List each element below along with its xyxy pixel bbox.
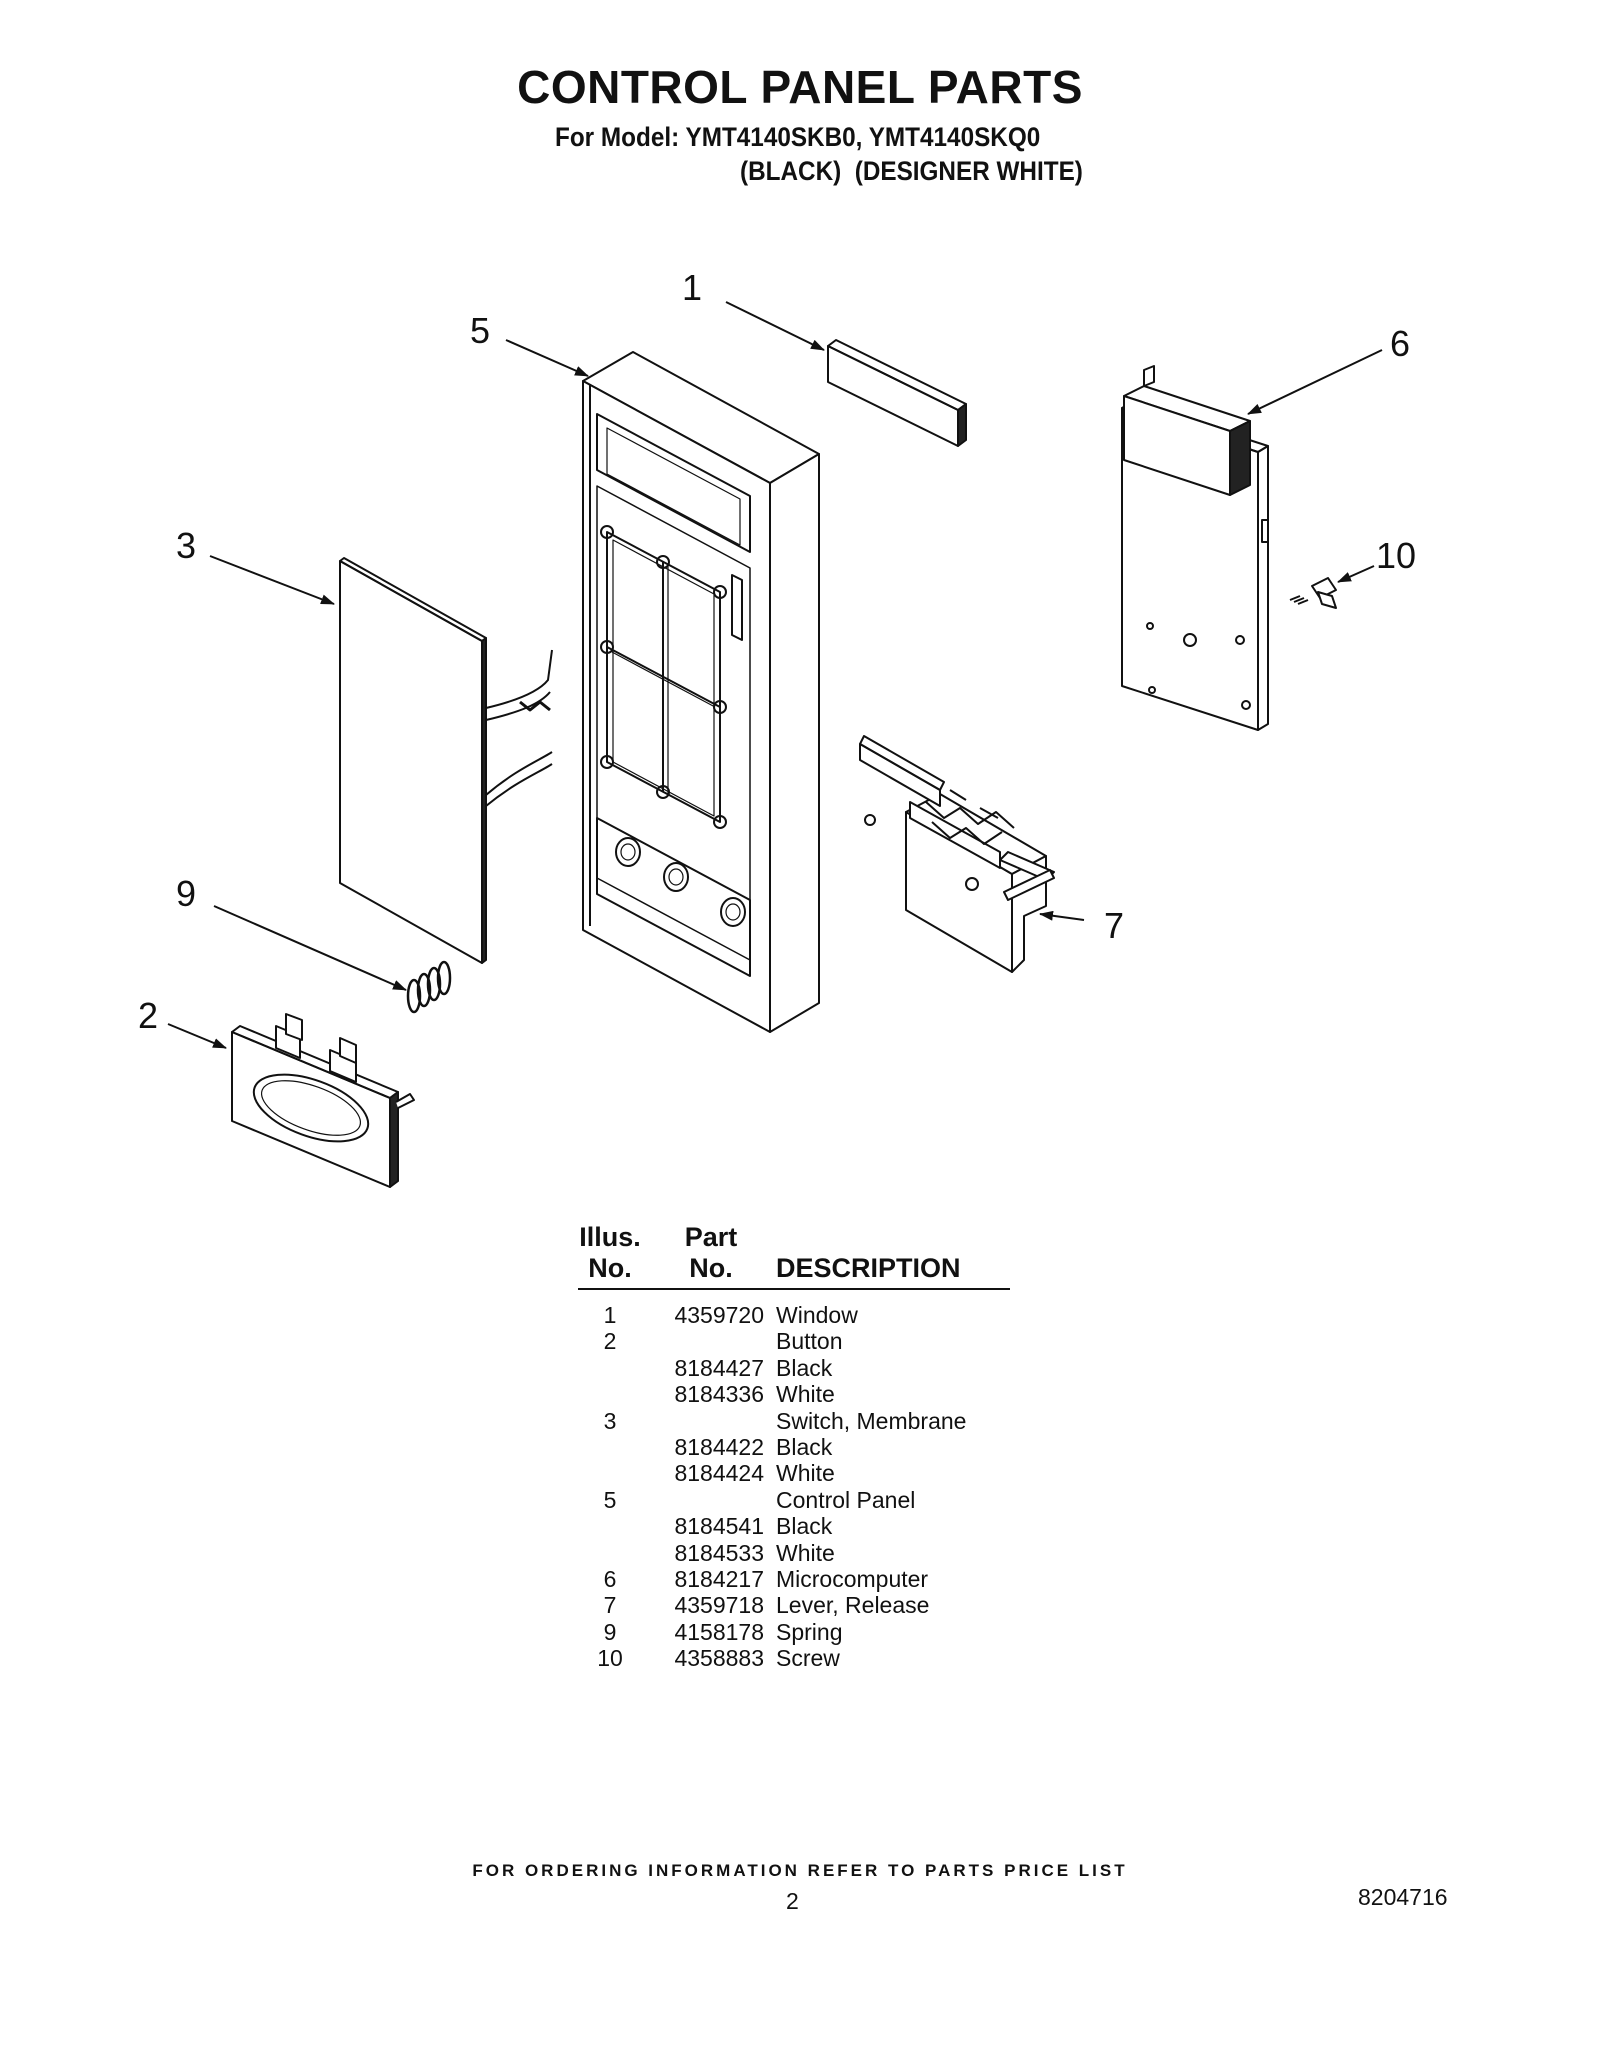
header-illus-top: Illus. bbox=[579, 1222, 641, 1252]
part-description: White bbox=[776, 1381, 835, 1408]
part-number: 4359718 bbox=[674, 1592, 764, 1619]
part-description: Button bbox=[776, 1328, 843, 1355]
part-description: White bbox=[776, 1460, 835, 1487]
table-row: 6 8184217 Microcomputer bbox=[578, 1566, 1038, 1592]
table-header-rule bbox=[578, 1288, 1010, 1290]
part-number: 4359720 bbox=[674, 1302, 764, 1328]
part-number: 4158178 bbox=[674, 1618, 764, 1645]
part-description: Switch, Membrane bbox=[776, 1407, 967, 1434]
microcomputer-part bbox=[1121, 365, 1269, 731]
part-description: Control Panel bbox=[776, 1486, 916, 1513]
callout-2: 2 bbox=[138, 995, 158, 1036]
header-description: DESCRIPTION bbox=[776, 1253, 961, 1283]
table-row: 8184427 Black bbox=[578, 1355, 1038, 1381]
callout-3: 3 bbox=[176, 525, 196, 566]
control-panel-part bbox=[582, 351, 820, 1033]
part-description: Microcomputer bbox=[776, 1565, 929, 1592]
part-number: 8184427 bbox=[674, 1354, 764, 1381]
part-description: Black bbox=[776, 1433, 833, 1460]
part-description: Black bbox=[776, 1354, 833, 1381]
header-part-top: Part bbox=[684, 1222, 738, 1252]
illus-number: 7 bbox=[603, 1592, 617, 1619]
illus-number: 5 bbox=[603, 1486, 617, 1513]
part-description: Lever, Release bbox=[776, 1592, 930, 1619]
page-number: 2 bbox=[786, 1888, 799, 1914]
table-row: 7 4359718 Lever, Release bbox=[578, 1592, 1038, 1618]
screw-part bbox=[1289, 577, 1337, 609]
table-row: 8184541 Black bbox=[578, 1513, 1038, 1539]
illus-number: 9 bbox=[603, 1618, 617, 1645]
table-row: 1 4359720 Window bbox=[578, 1302, 1038, 1328]
table-row: 2 Button bbox=[578, 1328, 1038, 1354]
callout-6: 6 bbox=[1390, 323, 1410, 364]
callout-9: 9 bbox=[176, 873, 196, 914]
part-number: 8184533 bbox=[674, 1539, 764, 1566]
membrane-switch-part bbox=[339, 557, 553, 964]
illus-number: 10 bbox=[597, 1645, 623, 1672]
part-number: 8184541 bbox=[674, 1513, 764, 1540]
illus-number: 6 bbox=[603, 1565, 617, 1592]
release-lever-part bbox=[859, 735, 1055, 973]
header-illus-bottom: No. bbox=[588, 1253, 632, 1283]
window-part bbox=[827, 339, 967, 447]
ordering-note: FOR ORDERING INFORMATION REFER TO PARTS … bbox=[472, 1861, 1128, 1880]
part-description: Spring bbox=[776, 1618, 843, 1645]
illus-number: 3 bbox=[603, 1407, 617, 1434]
callout-7: 7 bbox=[1104, 905, 1124, 946]
part-number: 8184424 bbox=[674, 1460, 764, 1487]
table-row: 3 Switch, Membrane bbox=[578, 1408, 1038, 1434]
callout-1: 1 bbox=[682, 267, 702, 308]
illus-number: 2 bbox=[603, 1328, 617, 1355]
model-line: For Model: YMT4140SKB0, YMT4140SKQ0 bbox=[555, 122, 1041, 152]
exploded-parts-diagram: 1 5 6 3 10 9 7 2 bbox=[138, 267, 1416, 1188]
part-number: 8184217 bbox=[674, 1565, 764, 1592]
part-number: 8184336 bbox=[674, 1381, 764, 1408]
table-row: 5 Control Panel bbox=[578, 1487, 1038, 1513]
header-part-bottom: No. bbox=[689, 1253, 733, 1283]
spring-part bbox=[406, 960, 452, 1014]
page-title: CONTROL PANEL PARTS bbox=[517, 61, 1083, 113]
table-row: 8184336 White bbox=[578, 1381, 1038, 1407]
table-row: 8184422 Black bbox=[578, 1434, 1038, 1460]
table-row: 8184533 White bbox=[578, 1540, 1038, 1566]
table-row: 10 4358883 Screw bbox=[578, 1645, 1038, 1671]
part-description: White bbox=[776, 1539, 835, 1566]
color-line: (BLACK) (DESIGNER WHITE) bbox=[740, 156, 1083, 186]
button-part bbox=[231, 1013, 415, 1188]
table-row: 9 4158178 Spring bbox=[578, 1619, 1038, 1645]
part-description: Window bbox=[776, 1302, 858, 1328]
callout-10: 10 bbox=[1376, 535, 1416, 576]
part-description: Black bbox=[776, 1513, 833, 1540]
table-row: 8184424 White bbox=[578, 1460, 1038, 1486]
document-number: 8204716 bbox=[1358, 1884, 1448, 1910]
part-number: 4358883 bbox=[674, 1645, 764, 1672]
callout-5: 5 bbox=[470, 310, 490, 351]
part-number: 8184422 bbox=[674, 1433, 764, 1460]
part-description: Screw bbox=[776, 1645, 840, 1672]
illus-number: 1 bbox=[603, 1302, 617, 1328]
